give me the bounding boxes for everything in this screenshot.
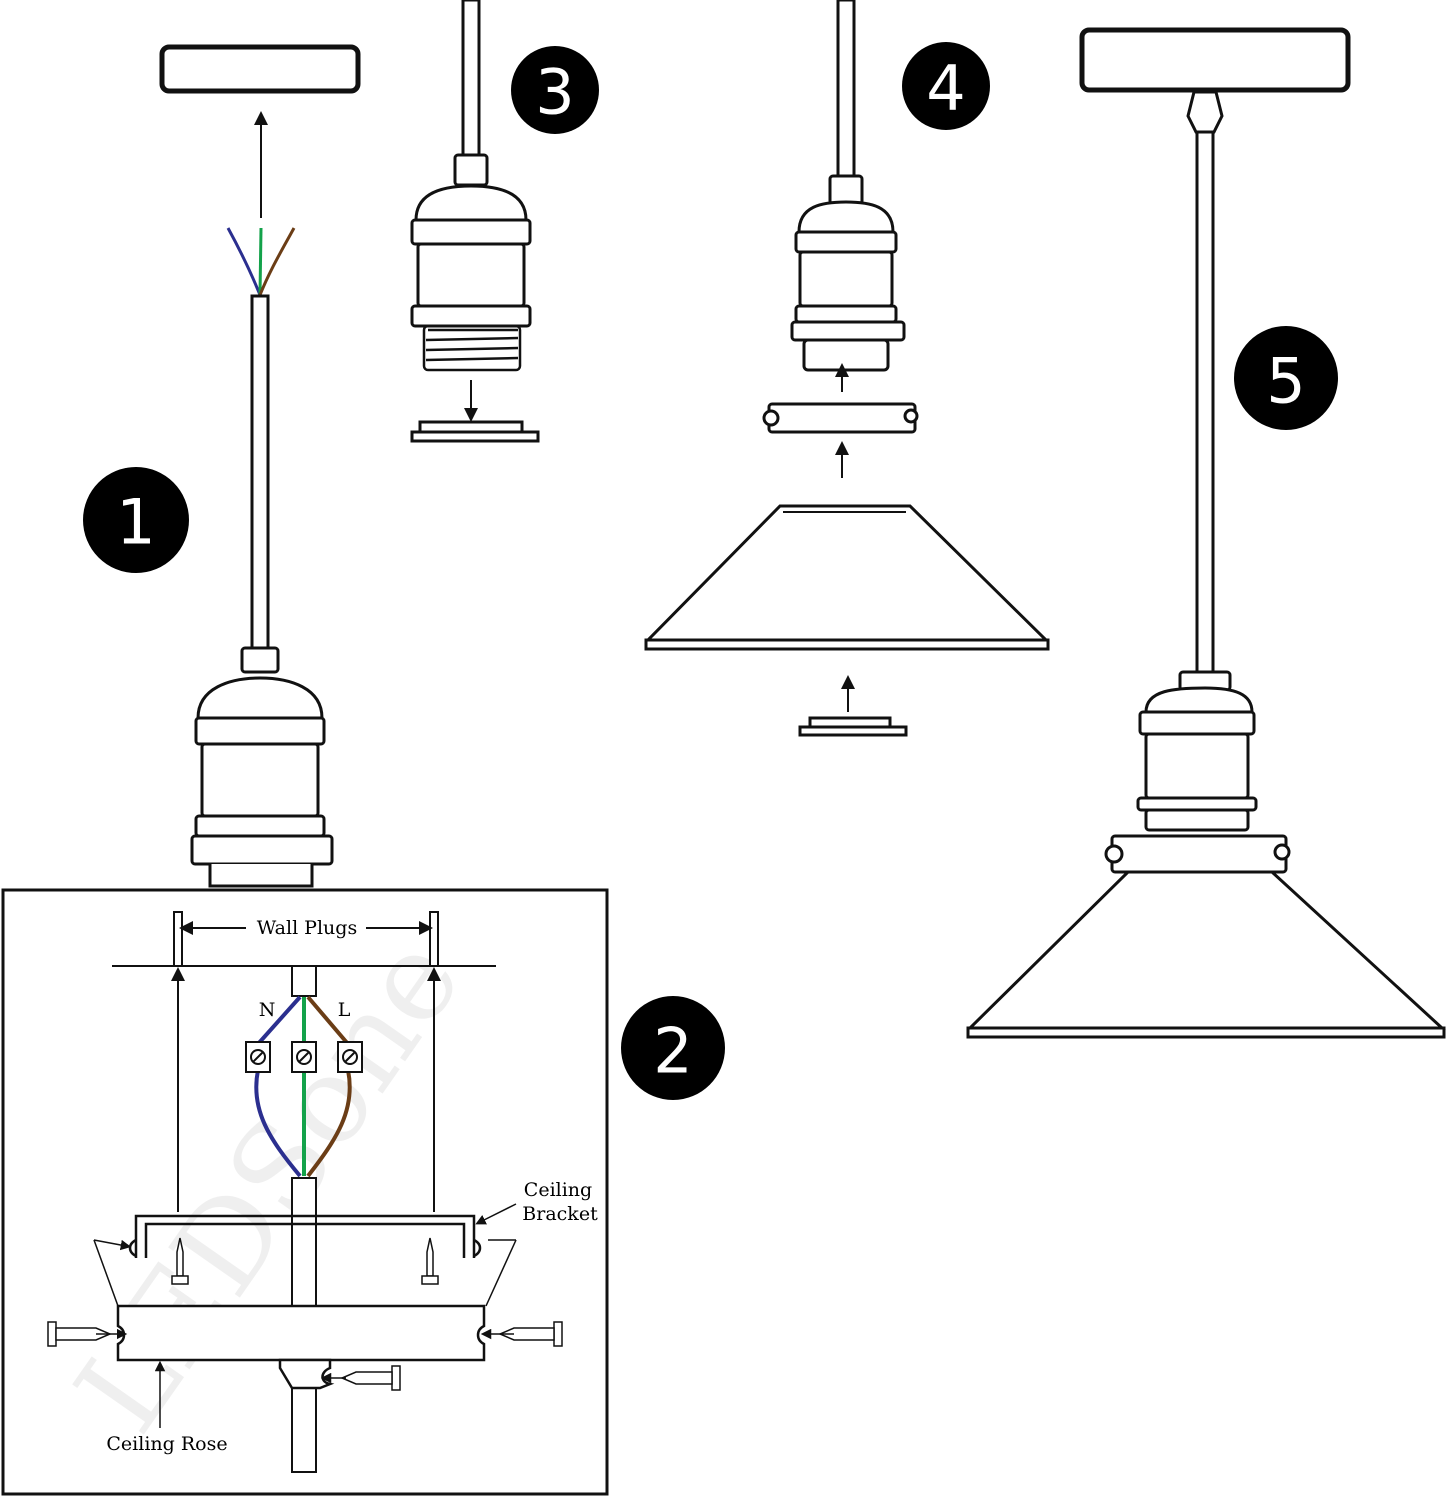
step-2-badge: 2	[621, 996, 725, 1100]
live-wire	[306, 995, 352, 1178]
neutral-wire	[254, 995, 302, 1178]
live-wire	[258, 227, 296, 296]
cable	[836, 0, 856, 180]
lamp-holder	[190, 646, 334, 888]
ceiling-rose-label: Ceiling Rose	[106, 1433, 227, 1455]
ceiling-bracket-label-line2: Bracket	[522, 1203, 598, 1225]
ceiling-rose	[116, 1304, 486, 1390]
ceiling-rose-outline	[1079, 27, 1351, 93]
shade-collar	[1104, 834, 1291, 874]
step-4-badge: 4	[902, 42, 990, 130]
rose-screw-right	[498, 1321, 563, 1347]
step-5-number: 5	[1266, 345, 1305, 418]
step-4-number: 4	[926, 52, 965, 125]
thread	[422, 324, 522, 372]
terminal-earth	[291, 1041, 317, 1073]
earth-wire	[258, 227, 263, 296]
step-2-wiring-detail-panel: LEDSone Wall Plugs N L	[1, 888, 609, 1496]
rose-screw-left	[47, 1321, 112, 1347]
step-1-pendant-assembly	[159, 44, 361, 888]
terminal-live	[337, 1041, 363, 1073]
step-1-number: 1	[116, 486, 155, 559]
pendant-cable	[250, 294, 270, 650]
step-5-complete-pendant	[966, 27, 1446, 1039]
wall-plug-left	[173, 911, 183, 967]
wall-plugs-label: Wall Plugs	[257, 917, 357, 939]
step-2-number: 2	[653, 1015, 692, 1088]
bracket-screw-left	[171, 1237, 189, 1285]
neutral-label: N	[259, 999, 276, 1021]
step-5-badge: 5	[1234, 326, 1338, 430]
ceiling-bracket-label-line1: Ceiling	[524, 1179, 592, 1201]
step-3-number: 3	[535, 56, 574, 129]
neutral-wire	[226, 227, 262, 296]
cable	[461, 0, 481, 157]
bracket-screw-right	[421, 1237, 439, 1285]
lamp-shade	[966, 870, 1446, 1039]
lamp-shade	[644, 504, 1050, 651]
cord-grip-screw	[340, 1365, 401, 1391]
live-label: L	[338, 999, 351, 1021]
step-3-badge: 3	[511, 46, 599, 134]
pendant-cable	[1195, 130, 1215, 674]
ceiling-mount-outline	[159, 44, 361, 94]
step-4-shade-assembly	[644, 0, 1050, 737]
wall-plug-right	[429, 911, 439, 967]
terminal-neutral	[245, 1041, 271, 1073]
step-3-holder-assembly	[410, 0, 540, 443]
step-1-badge: 1	[83, 467, 189, 573]
shade-collar	[762, 402, 919, 434]
